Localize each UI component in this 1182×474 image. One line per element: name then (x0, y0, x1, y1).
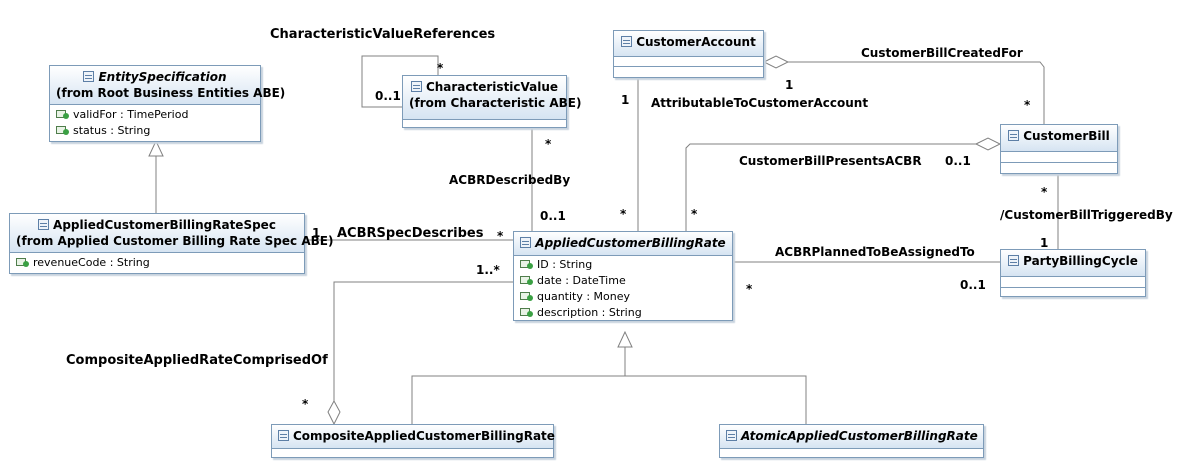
customer-bill-created-for-label: CustomerBillCreatedFor (861, 46, 1023, 60)
customer-bill-triggered-by-label: /CustomerBillTriggeredBy (1000, 208, 1173, 222)
class-icon (520, 237, 532, 248)
attributable-label: AttributableToCustomerAccount (651, 96, 869, 110)
characteristic-value-class[interactable]: CharacteristicValue (from Characteristic… (402, 75, 582, 128)
attribute: validFor : TimePeriod (56, 107, 256, 123)
spec-generalization-arrow (148, 139, 164, 157)
attribute-icon (520, 291, 533, 301)
acbr-described-by-label: ACBRDescribedBy (449, 173, 571, 187)
class-icon (726, 430, 737, 441)
class-icon (621, 36, 633, 47)
class-icon (38, 219, 50, 230)
attribute-icon (16, 257, 29, 267)
customer-bill-diamond (974, 137, 1002, 151)
class-name: CompositeAppliedCustomerBillingRate (293, 429, 555, 443)
multiplicity: 1 (785, 78, 794, 92)
composite-comprised-label: CompositeAppliedRateComprisedOf (66, 353, 328, 368)
class-icon (1008, 255, 1020, 266)
acbr-planned-label: ACBRPlannedToBeAssignedTo (775, 245, 975, 259)
acbr-generalization-arrow (617, 330, 633, 348)
multiplicity: * (497, 229, 504, 243)
class-package: (from Applied Customer Billing Rate Spec… (16, 234, 334, 248)
class-icon (1008, 130, 1020, 141)
attribute-icon (520, 259, 533, 269)
class-name: AppliedCustomerBillingRate (535, 236, 726, 250)
multiplicity: * (620, 207, 627, 221)
class-name: EntitySpecification (98, 70, 227, 84)
multiplicity: 1..* (476, 263, 500, 277)
multiplicity: 1 (621, 93, 630, 107)
class-name: CustomerBill (1023, 129, 1110, 143)
customer-bill-created-for-line (788, 61, 1045, 125)
attribute-icon (520, 275, 533, 285)
class-name: CharacteristicValue (425, 80, 559, 94)
class-name: PartyBillingCycle (1023, 254, 1138, 268)
multiplicity: 0..1 (960, 278, 986, 292)
attribute: revenueCode : String (16, 255, 300, 271)
attribute: ID : String (520, 257, 728, 273)
customer-bill-class[interactable]: CustomerBill (1000, 124, 1118, 174)
attribute-icon (56, 125, 69, 135)
class-icon (278, 430, 289, 441)
attribute-icon (520, 307, 533, 317)
attribute: quantity : Money (520, 289, 728, 305)
multiplicity: * (437, 61, 444, 75)
multiplicity: 0..1 (375, 89, 401, 103)
class-package: (from Characteristic ABE) (409, 96, 582, 110)
char-value-refs-label: CharacteristicValueReferences (270, 27, 496, 42)
acbr-class[interactable]: AppliedCustomerBillingRate ID : String d… (513, 231, 733, 321)
char-value-refs-line (361, 55, 439, 108)
customer-account-class[interactable]: CustomerAccount (613, 30, 764, 78)
class-name: CustomerAccount (636, 35, 756, 49)
multiplicity: 1 (312, 226, 321, 240)
composite-generalization-line (411, 375, 807, 424)
composite-diamond (327, 399, 341, 426)
multiplicity: 0..1 (945, 154, 971, 168)
acbr-spec-describes-label: ACBRSpecDescribes (337, 226, 484, 241)
multiplicity: * (1024, 98, 1031, 112)
customer-account-diamond (762, 55, 790, 69)
class-name: AtomicAppliedCustomerBillingRate (741, 429, 978, 443)
multiplicity: 1 (1040, 236, 1049, 250)
atomic-acbr-class[interactable]: AtomicAppliedCustomerBillingRate (719, 424, 984, 458)
customer-bill-presents-acbr-label: CustomerBillPresentsACBR (739, 154, 922, 168)
customer-bill-presents-acbr-line (685, 143, 976, 231)
multiplicity: * (1041, 185, 1048, 199)
attribute: status : String (56, 123, 256, 139)
multiplicity: 0..1 (540, 209, 566, 223)
attribute: description : String (520, 305, 728, 321)
composite-acbr-class[interactable]: CompositeAppliedCustomerBillingRate (271, 424, 555, 458)
attribute: date : DateTime (520, 273, 728, 289)
attribute-compartment: ID : String date : DateTime quantity : M… (514, 255, 732, 323)
attribute-compartment: validFor : TimePeriod status : String (50, 104, 260, 141)
class-icon (83, 71, 95, 82)
class-icon (410, 81, 422, 92)
party-billing-cycle-class[interactable]: PartyBillingCycle (1000, 249, 1146, 297)
acbr-spec-class[interactable]: AppliedCustomerBillingRateSpec (from App… (9, 213, 334, 274)
attribute-icon (56, 109, 69, 119)
attribute-compartment: revenueCode : String (10, 252, 304, 273)
multiplicity: * (746, 282, 753, 296)
class-package: (from Root Business Entities ABE) (56, 86, 286, 100)
class-name: AppliedCustomerBillingRateSpec (53, 218, 276, 232)
multiplicity: * (545, 137, 552, 151)
entity-specification-class[interactable]: EntitySpecification (from Root Business … (49, 65, 286, 142)
composite-comprised-line (333, 281, 513, 401)
multiplicity: * (302, 397, 309, 411)
multiplicity: * (691, 207, 698, 221)
